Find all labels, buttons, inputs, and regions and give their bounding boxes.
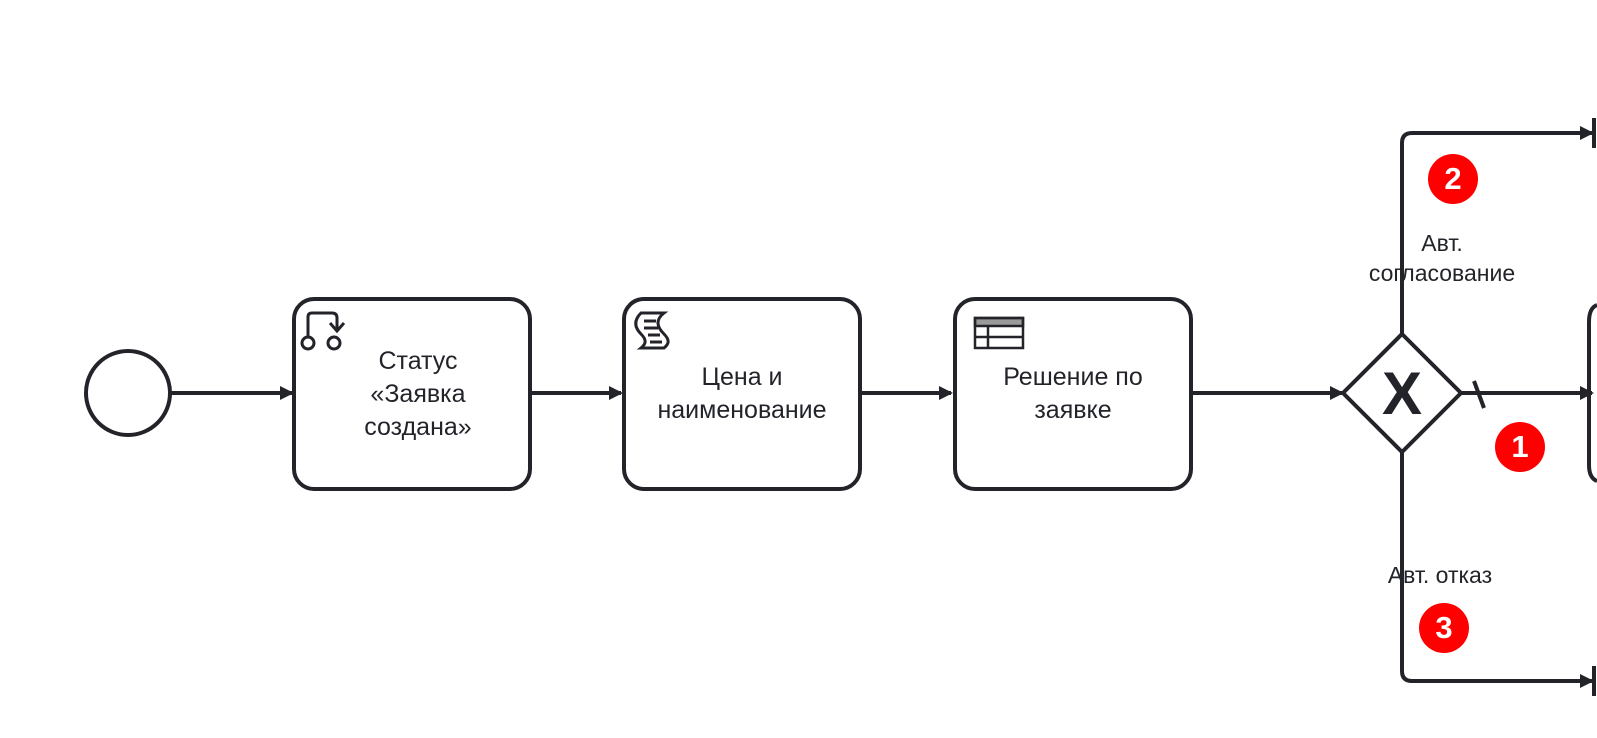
- exclusive-gateway[interactable]: [1340, 331, 1464, 455]
- target-edge-middle: [1587, 303, 1597, 483]
- task-price-label: Цена и наименование: [624, 299, 860, 489]
- task-decision-text: Решение по заявке: [1003, 363, 1143, 424]
- task-status[interactable]: [292, 297, 532, 491]
- flow-reject-label: Авт. отказ: [1387, 562, 1493, 588]
- flow-approve-label: Авт. согласование: [1368, 230, 1516, 286]
- manual-task-icon: [300, 311, 346, 351]
- task-decision-label: Решение по заявке: [955, 299, 1191, 489]
- default-flow-marker: [1472, 380, 1486, 409]
- flow-gateway-approve[interactable]: [1400, 126, 1594, 334]
- task-status-label: Статус «Заявка создана»: [294, 299, 530, 489]
- task-decision[interactable]: [953, 297, 1193, 491]
- badge-3: 3: [1419, 603, 1469, 653]
- badge-2: 2: [1428, 154, 1478, 204]
- badge-1: 1: [1495, 422, 1545, 472]
- gateway-symbol: X: [1382, 360, 1422, 427]
- flow-gateway-reject[interactable]: [1400, 452, 1594, 688]
- task-status-text: Статус «Заявка создана»: [364, 346, 472, 441]
- business-rule-table-icon: [973, 316, 1025, 350]
- script-task-icon: [634, 311, 670, 350]
- task-price[interactable]: [622, 297, 862, 491]
- start-event[interactable]: [84, 349, 172, 437]
- task-price-text: Цена и наименование: [657, 363, 827, 424]
